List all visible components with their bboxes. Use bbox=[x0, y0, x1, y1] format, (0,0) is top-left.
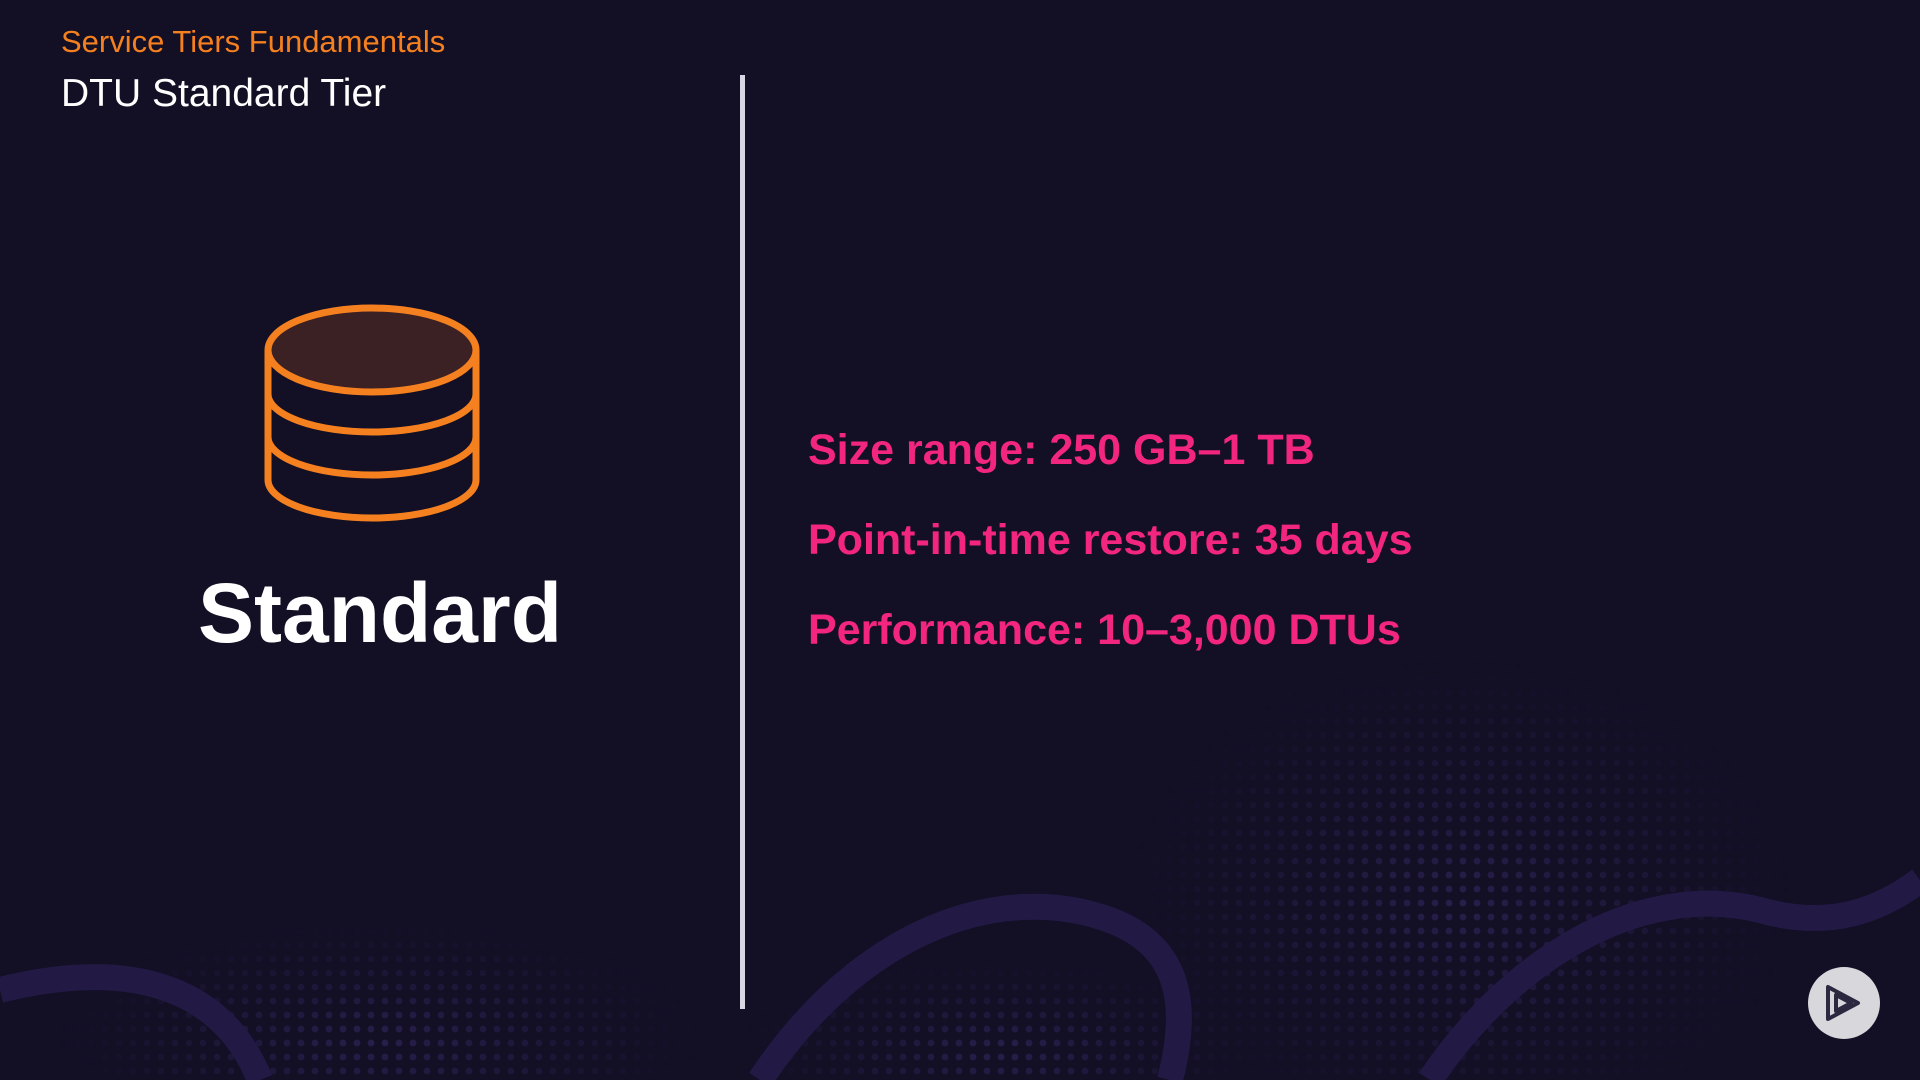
vertical-divider bbox=[740, 75, 745, 1009]
tier-facts-list: Size range: 250 GB–1 TB Point-in-time re… bbox=[808, 420, 1808, 690]
fact-size-range: Size range: 250 GB–1 TB bbox=[808, 426, 1315, 474]
tier-name: Standard bbox=[197, 566, 563, 660]
fact-point-in-time-restore: Point-in-time restore: 35 days bbox=[808, 516, 1413, 564]
play-logo-icon bbox=[1826, 985, 1860, 1021]
play-logo-button[interactable] bbox=[1808, 967, 1880, 1039]
slide-title: DTU Standard Tier bbox=[61, 72, 387, 115]
section-kicker: Service Tiers Fundamentals bbox=[61, 24, 446, 59]
database-icon bbox=[264, 304, 480, 522]
fact-performance: Performance: 10–3,000 DTUs bbox=[808, 606, 1401, 654]
